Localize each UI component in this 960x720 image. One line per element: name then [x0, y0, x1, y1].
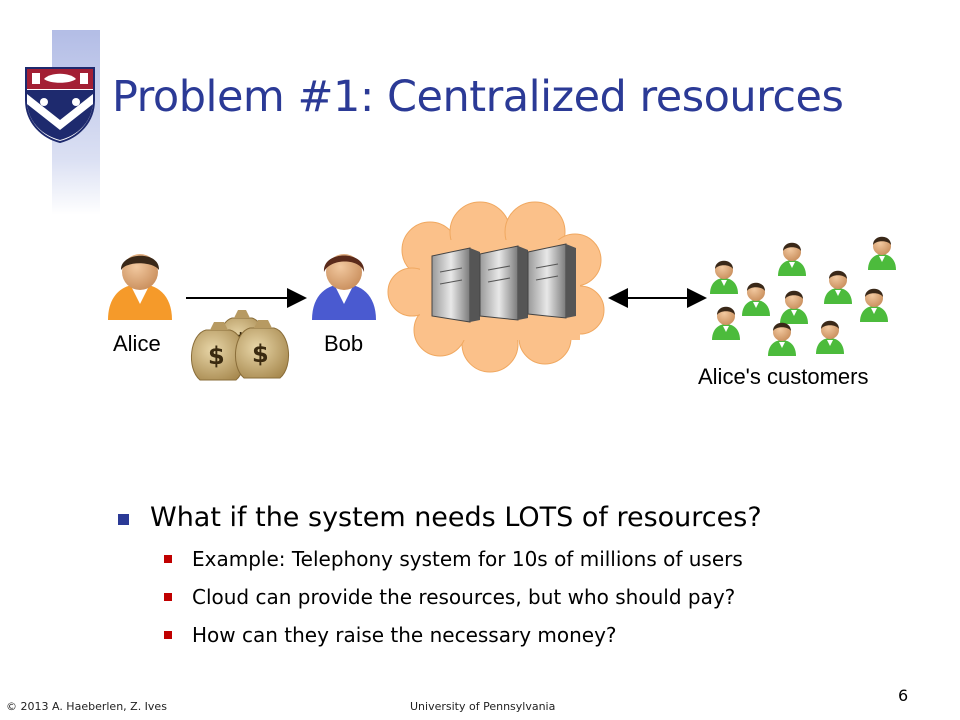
- customers-group: [710, 236, 896, 356]
- bullet-sub: How can they raise the necessary money?: [112, 616, 932, 654]
- customer-icon: [780, 290, 808, 324]
- bullet-sub: Cloud can provide the resources, but who…: [112, 578, 932, 616]
- customer-icon: [778, 242, 806, 276]
- person-bob-icon: [312, 254, 376, 320]
- bullet-sub: Example: Telephony system for 10s of mil…: [112, 540, 932, 578]
- footer-copyright: © 2013 A. Haeberlen, Z. Ives: [6, 700, 167, 713]
- person-alice-icon: [108, 254, 172, 320]
- slide-title: Problem #1: Centralized resources: [112, 72, 844, 122]
- bullet-list: What if the system needs LOTS of resourc…: [112, 498, 932, 654]
- diagram: $ $ $: [108, 201, 896, 381]
- penn-shield-logo: [25, 67, 95, 144]
- svg-text:$: $: [208, 342, 225, 370]
- bullet-marker: [118, 514, 129, 525]
- customers-label: Alice's customers: [698, 364, 869, 389]
- customer-icon: [816, 320, 844, 354]
- bullet-sub-text: Example: Telephony system for 10s of mil…: [192, 547, 743, 571]
- customer-icon: [868, 236, 896, 270]
- bullet-sub-text: How can they raise the necessary money?: [192, 623, 617, 647]
- customer-icon: [768, 322, 796, 356]
- bullet-marker: [164, 555, 172, 563]
- bullet-main: What if the system needs LOTS of resourc…: [112, 498, 932, 538]
- footer-institution: University of Pennsylvania: [410, 700, 556, 713]
- customer-icon: [712, 306, 740, 340]
- bullet-marker: [164, 631, 172, 639]
- svg-text:$: $: [252, 340, 269, 368]
- bullet-marker: [164, 593, 172, 601]
- customer-icon: [710, 260, 738, 294]
- customer-icon: [742, 282, 770, 316]
- alice-label: Alice: [113, 331, 161, 356]
- customer-icon: [860, 288, 888, 322]
- cloud-servers-icon: [387, 201, 605, 373]
- page-number: 6: [898, 686, 909, 705]
- bob-label: Bob: [324, 331, 364, 356]
- bullet-main-text: What if the system needs LOTS of resourc…: [150, 502, 762, 533]
- customer-icon: [824, 270, 852, 304]
- money-bags-icon: $ $ $: [190, 310, 290, 381]
- bullet-sub-text: Cloud can provide the resources, but who…: [192, 585, 736, 609]
